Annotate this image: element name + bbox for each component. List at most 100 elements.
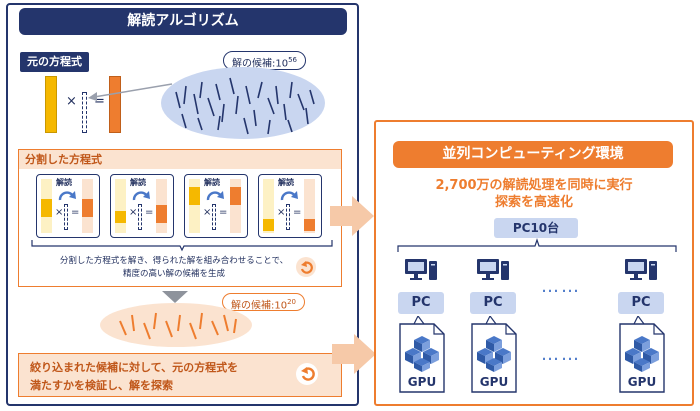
split-card-equals: = [293,207,302,218]
cards-bracket [31,240,333,252]
candidate-line [253,109,257,127]
gpu-label: GPU [627,375,657,389]
equals-symbol: = [94,94,105,109]
split-yellow-fill [115,211,126,223]
split-yellow-column [115,179,126,233]
verify-cycle-icon [296,363,318,385]
candidate-line [305,107,309,125]
split-card: 解読 × = [258,174,322,238]
candidate-line [143,322,151,340]
split-card-dashed-bar [286,204,290,230]
candidate-line [217,115,221,131]
split-orange-column [230,179,241,233]
split-card-dashed-bar [64,204,68,230]
candidate-line [309,89,315,105]
candidate-line [267,97,275,115]
candidate-line [235,95,239,115]
pc-ellipsis: …… [541,276,581,297]
split-card-dashed-bar [212,204,216,230]
split-card-label: 解読 [56,178,72,187]
candidate-line [119,320,127,336]
candidate-line [215,83,221,101]
candidate-line [223,314,229,332]
candidate-line [199,81,203,99]
candidate-line [267,119,271,135]
candidate-line [197,117,203,131]
flow-arrow-upper [330,196,374,236]
pc-label: PC [470,292,516,314]
reduced-candidates-ellipse [100,303,252,347]
equation-bar-yellow [45,76,57,133]
split-card: 解読 × = [110,174,174,238]
split-card-arrow-icon [206,191,224,201]
split-card-equals: = [145,207,154,218]
split-card-times: × [129,207,138,218]
split-yellow-fill [189,187,200,205]
split-card-label: 解読 [278,178,294,187]
gpu-label: GPU [479,375,509,389]
monitor-icon [625,259,657,280]
split-card-equals: = [71,207,80,218]
cycle-icon [296,257,316,277]
candidate-line [165,320,173,338]
pc-bracket [397,238,677,252]
split-orange-fill [82,199,93,217]
split-card-times: × [203,207,212,218]
parallel-subtitle-line1: 2,700万の解読処理を同時に実行 [435,178,633,193]
algorithm-header: 解読アルゴリズム [19,8,347,35]
pc-label: PC [618,292,664,314]
gpu-card-icon [619,316,665,393]
pc-label: PC [398,292,444,314]
split-card-dashed-bar [138,204,142,230]
split-orange-fill [156,205,167,223]
candidates-badge-bottom: 解の候補:1020 [222,293,306,311]
pc-count-label: PC10台 [494,218,578,238]
down-arrow [162,291,188,303]
candidate-line [153,312,157,330]
equation-bar-dashed [82,92,87,133]
split-card: 解読 × = [184,174,248,238]
gpu-label: GPU [407,375,437,389]
split-card: 解読 × = [36,174,100,238]
monitor-icon [405,259,437,280]
split-orange-column [304,179,315,233]
split-card-equals: = [219,207,228,218]
candidate-line [229,77,235,95]
candidate-line [287,119,293,133]
equation-bar-orange [109,76,121,133]
split-card-arrow-icon [58,191,76,201]
parallel-header: 並列コンピューティング環境 [393,141,673,168]
selection-arrow [88,83,173,101]
split-orange-fill [230,187,241,205]
candidate-line [183,85,187,105]
candidate-line [177,314,181,332]
gpu-card-icon [471,316,517,393]
split-yellow-column [263,179,274,233]
candidate-line [193,93,199,115]
monitor-icon [477,259,509,280]
split-yellow-column [189,179,200,233]
split-card-times: × [277,207,286,218]
parallel-panel [374,120,694,406]
candidate-line [289,81,293,99]
split-equation-label: 分割した方程式 [19,150,341,169]
times-symbol: × [66,94,77,109]
candidate-line [207,97,215,117]
original-equation-label: 元の方程式 [20,52,89,72]
verify-text-line2: 満たすかを検証し、解を探索 [30,379,173,392]
split-yellow-fill [41,199,52,217]
split-orange-fill [304,219,315,231]
flow-arrow-lower [332,334,376,374]
candidate-line [283,103,287,121]
candidate-line [243,117,249,135]
candidate-line [221,103,225,123]
candidate-line [181,113,187,129]
candidate-line [245,85,251,105]
split-card-label: 解読 [204,178,220,187]
candidate-line [199,312,203,330]
verify-text-line1: 絞り込まれた候補に対して、元の方程式を [30,361,239,374]
candidate-line [131,314,135,332]
split-card-times: × [55,207,64,218]
gpu-card-icon [399,316,445,393]
candidate-line [175,91,181,109]
